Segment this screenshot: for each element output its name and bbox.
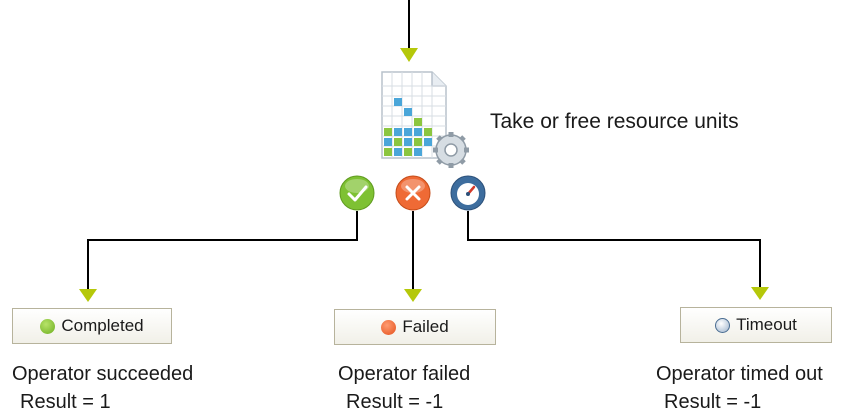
arrowhead xyxy=(751,287,769,300)
timeout-description-text: Operator timed out xyxy=(656,363,823,385)
connector-completed xyxy=(79,211,358,302)
completed-description-text: Operator succeeded xyxy=(12,363,194,385)
failed-result: Result = -1 xyxy=(346,391,444,413)
arrowhead xyxy=(400,48,418,62)
timeout-result: Result = -1 xyxy=(664,391,762,413)
resource-units-gear-icon[interactable] xyxy=(381,71,469,168)
arrowhead xyxy=(404,289,422,302)
completed-label: Completed xyxy=(61,316,144,335)
check-icon xyxy=(40,318,56,334)
connector-failed xyxy=(404,211,422,302)
operator-label: Take or free resource units xyxy=(490,110,739,133)
timeout-status-box[interactable]: Timeout xyxy=(680,307,832,343)
timeout-label: Timeout xyxy=(736,315,797,334)
arrowhead xyxy=(79,289,97,302)
check-port-icon[interactable] xyxy=(339,175,375,211)
completed-result: Result = 1 xyxy=(20,391,111,413)
timeout-description: Operator timed out Result = -1 xyxy=(656,362,823,414)
completed-description: Operator succeeded Result = 1 xyxy=(12,362,193,414)
gauge-port-icon[interactable] xyxy=(450,175,486,211)
error-x-icon xyxy=(381,319,397,335)
failed-label: Failed xyxy=(402,317,449,336)
connector-timeout xyxy=(467,211,769,300)
failed-description: Operator failed Result = -1 xyxy=(338,362,470,414)
incoming-connector xyxy=(400,0,418,62)
failed-description-text: Operator failed xyxy=(338,363,471,385)
gauge-icon xyxy=(715,317,731,333)
gear-icon xyxy=(433,132,469,168)
error-port-icon[interactable] xyxy=(395,175,431,211)
completed-status-box[interactable]: Completed xyxy=(12,308,172,344)
failed-status-box[interactable]: Failed xyxy=(334,309,496,345)
